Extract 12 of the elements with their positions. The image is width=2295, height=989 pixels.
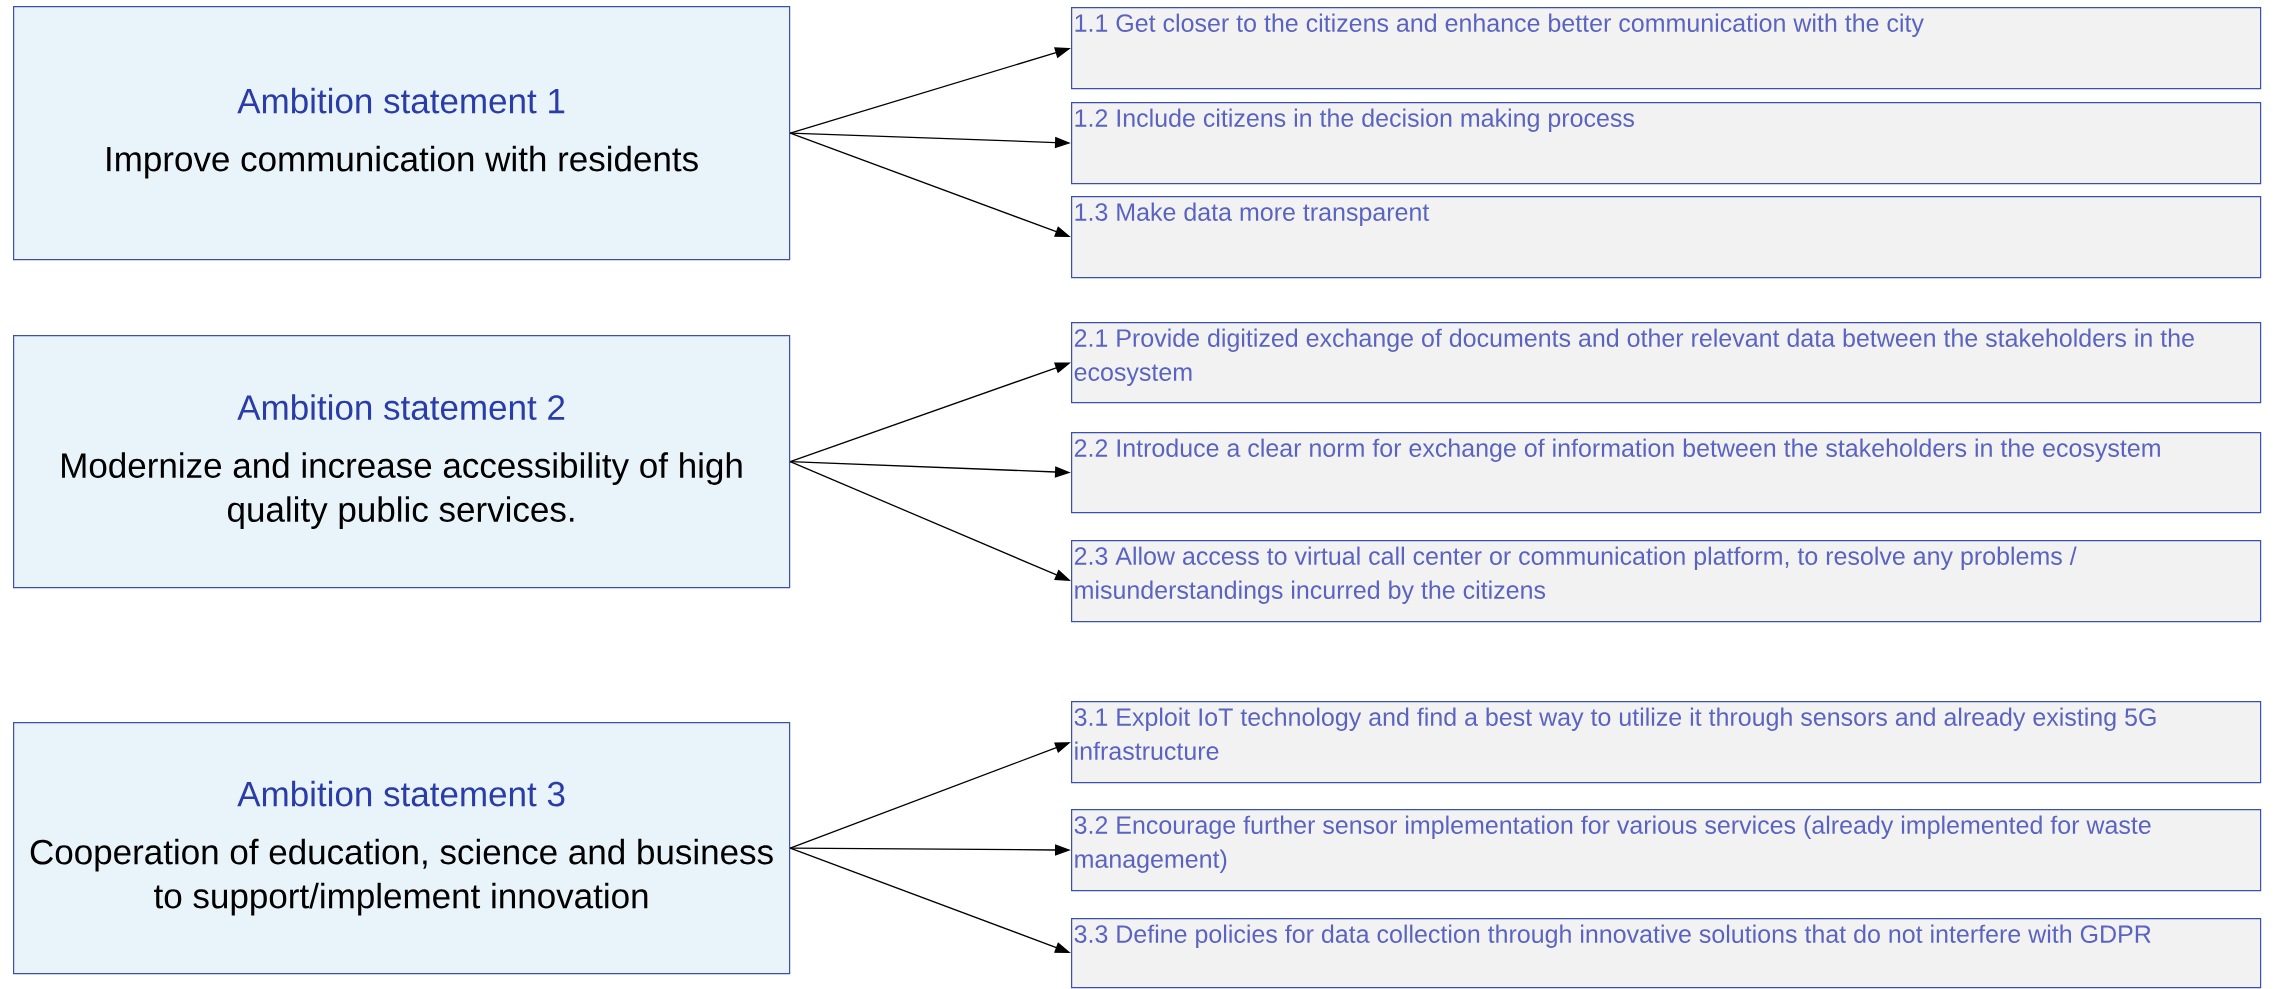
objective-box: 3.2 Encourage further sensor implementation for various services (already implemented for waste management) <box>1071 809 2262 892</box>
objective-box: 1.3 Make data more transparent <box>1071 196 2262 279</box>
objective-box: 1.2 Include citizens in the decision making process <box>1071 102 2262 185</box>
objective-box: 3.1 Exploit IoT technology and find a best way to utilize it through sensors and already existing 5G infrastructure <box>1071 701 2262 784</box>
ambition-box: Ambition statement 1 Improve communication with residents <box>13 6 791 261</box>
objective-box: 3.3 Define policies for data collection through innovative solutions that do not interfere with GDPR <box>1071 918 2262 989</box>
ambition-box: Ambition statement 2 Modernize and increase accessibility of high quality public services. <box>13 335 791 589</box>
objective-box: 2.3 Allow access to virtual call center or communication platform, to resolve any problems / misunderstandings incurred by the citizens <box>1071 540 2262 623</box>
objective-box: 2.2 Introduce a clear norm for exchange of information between the stakeholders in the ecosystem <box>1071 432 2262 514</box>
ambition-box: Ambition statement 3 Cooperation of education, science and business to support/implement innovation <box>13 722 791 975</box>
objective-box: 1.1 Get closer to the citizens and enhance better communication with the city <box>1071 7 2262 90</box>
objective-box: 2.1 Provide digitized exchange of documents and other relevant data between the stakeholders in the ecosystem <box>1071 322 2262 404</box>
